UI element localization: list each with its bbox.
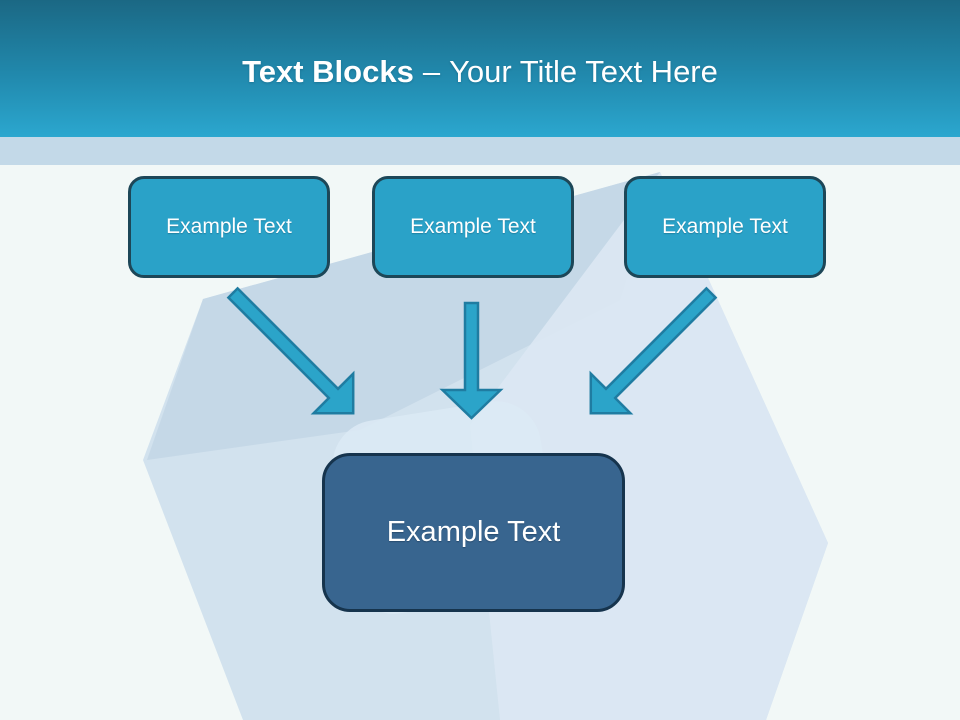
text-block-3-label: Example Text xyxy=(662,215,788,238)
target-text-block[interactable]: Example Text xyxy=(322,453,625,612)
text-block-1-label: Example Text xyxy=(166,215,292,238)
target-text-block-label: Example Text xyxy=(386,516,561,548)
text-block-2[interactable]: Example Text xyxy=(372,176,574,278)
text-block-2-label: Example Text xyxy=(410,215,536,238)
arrow-down-right-icon xyxy=(226,286,355,415)
accent-band xyxy=(0,137,960,165)
title-bar xyxy=(0,0,960,137)
arrow-down-left-icon xyxy=(589,286,718,415)
text-block-1[interactable]: Example Text xyxy=(128,176,330,278)
title-text-bold: Text Blocks xyxy=(242,54,414,89)
slide-title: Text Blocks–Your Title Text Here xyxy=(0,55,960,89)
arrow-down-icon xyxy=(439,301,504,420)
title-text-rest: Your Title Text Here xyxy=(449,54,718,89)
text-block-3[interactable]: Example Text xyxy=(624,176,826,278)
title-dash: – xyxy=(422,54,441,89)
